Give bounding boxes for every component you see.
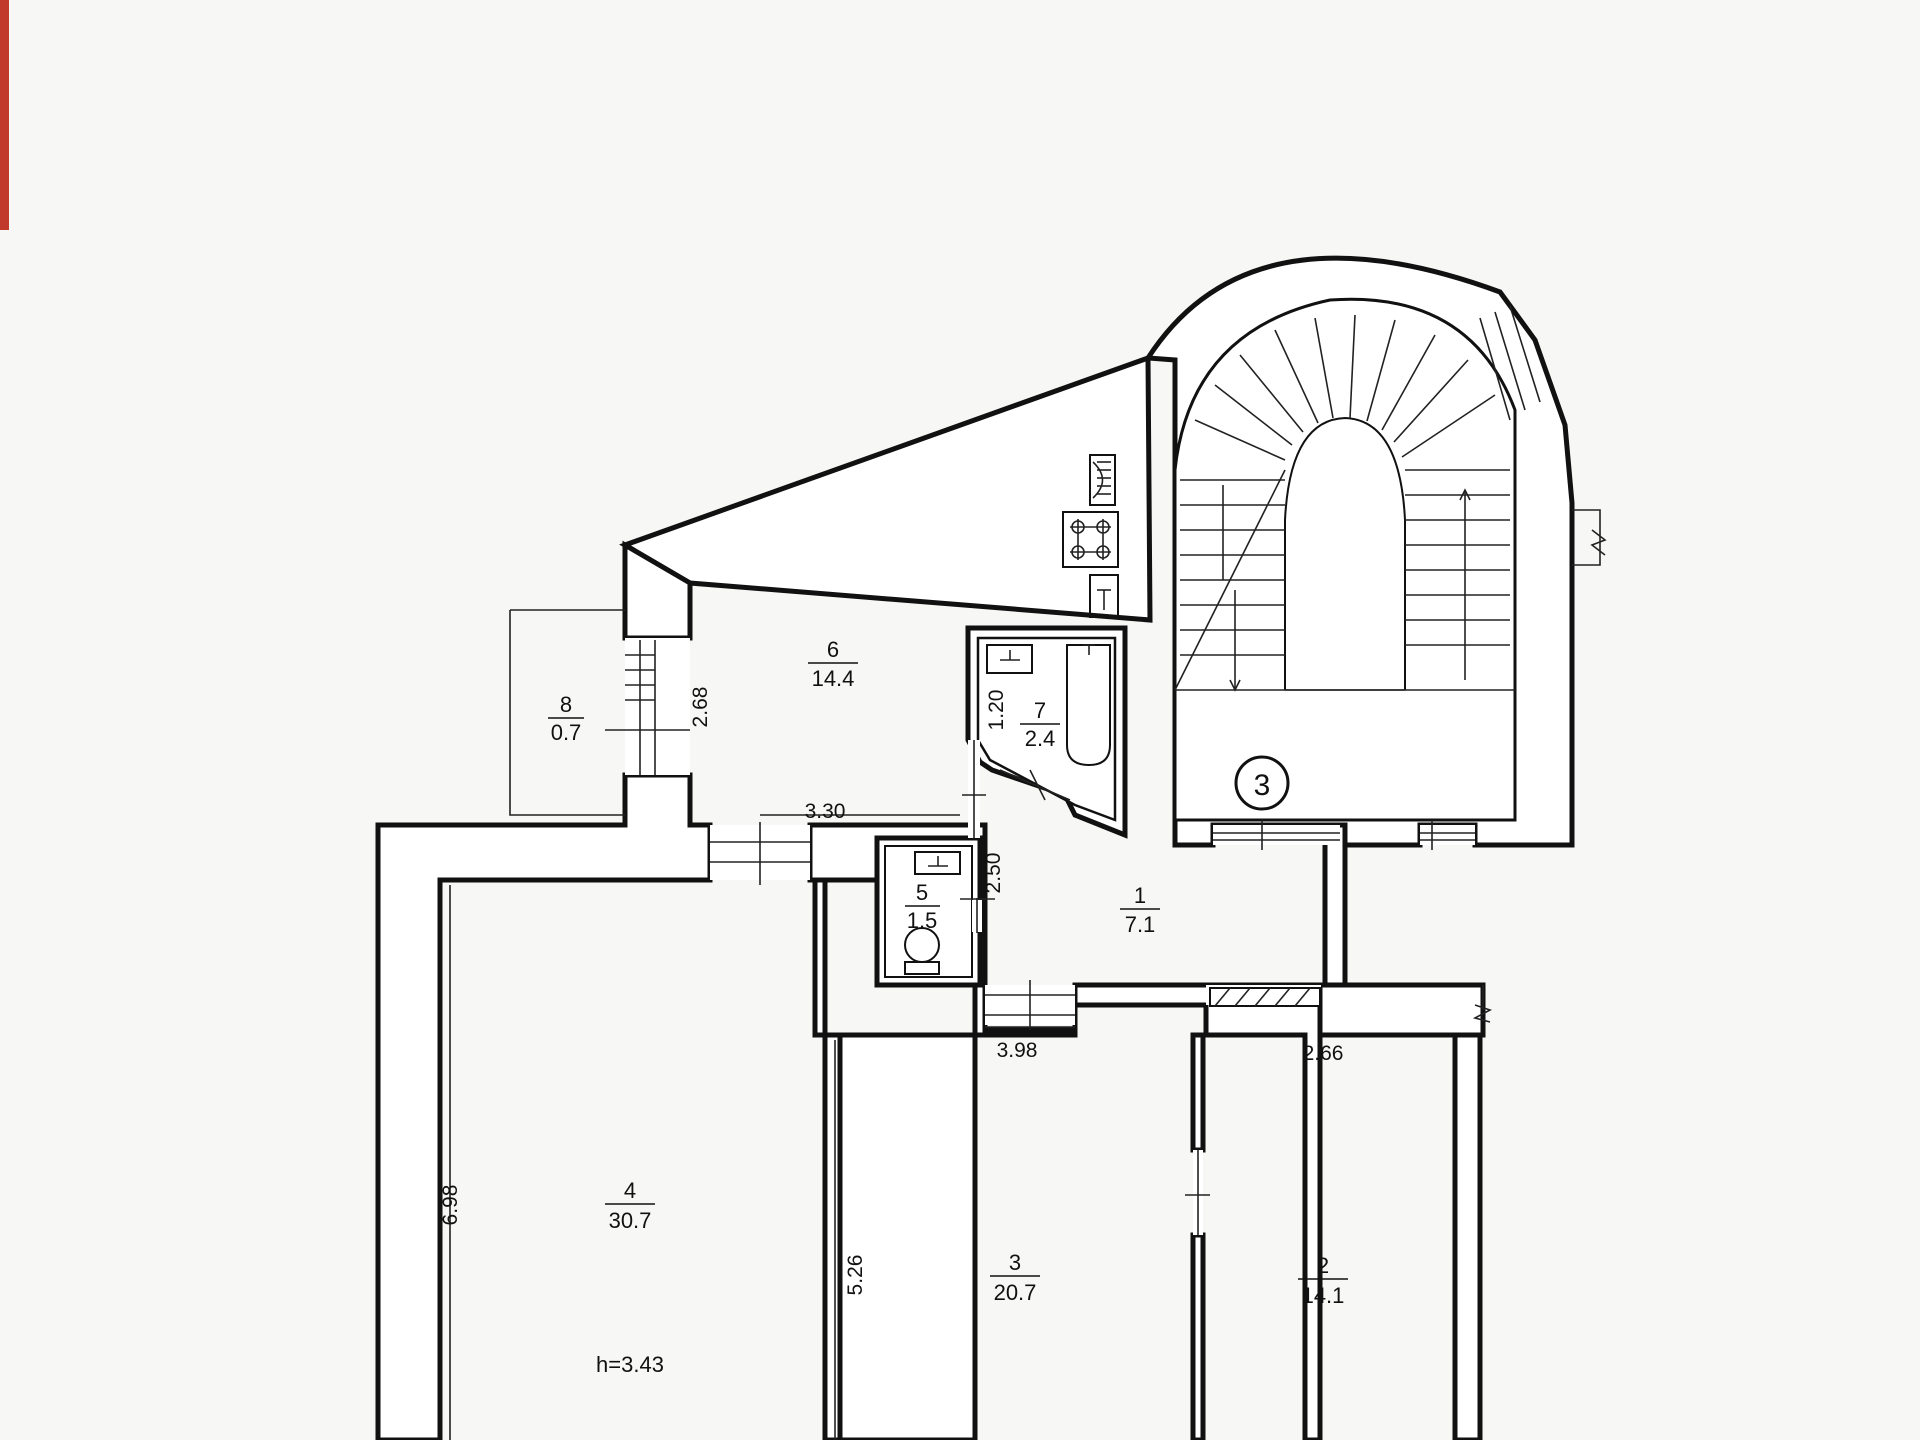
dimension-lines	[449, 729, 1075, 1440]
wall-break-marks	[1472, 509, 1607, 1023]
room-8-area: 0.7	[551, 720, 582, 745]
radiator-icon	[1089, 454, 1116, 506]
room-1-number: 1	[1134, 883, 1146, 908]
stair-tower-outer-treads	[1479, 305, 1541, 421]
spiral-stair-icon	[1174, 305, 1541, 692]
room-6-area: 14.4	[812, 666, 855, 691]
room-5-area: 1.5	[907, 908, 938, 933]
room-3-area: 20.7	[994, 1280, 1037, 1305]
room-6-number: 6	[827, 637, 839, 662]
stair-treads-radial	[1194, 314, 1496, 461]
room3-right-wall-lower	[1190, 1232, 1206, 1440]
diagonal-wall	[619, 354, 1153, 623]
dimension-250: 2.50	[982, 853, 1005, 894]
entry8-frame	[509, 609, 625, 816]
room2-right-wall	[1452, 1032, 1483, 1440]
room-4-area: 30.7	[609, 1208, 652, 1233]
red-edge-strip	[0, 0, 9, 230]
wc5-interior	[884, 845, 973, 978]
room-3-number: 3	[1009, 1250, 1021, 1275]
room-2-number: 2	[1317, 1253, 1329, 1278]
dimension-526: 5.26	[844, 1255, 867, 1296]
corridor-bottom-wall	[837, 982, 1343, 1440]
bathtub-icon	[1066, 644, 1111, 767]
stove-icon	[1062, 511, 1119, 568]
room-label-5: 5 1.5	[905, 880, 940, 933]
room-1-area: 7.1	[1125, 912, 1156, 937]
door-openings	[625, 638, 1475, 1235]
left-wing-wall	[375, 772, 713, 1440]
dimension-698: 6.98	[439, 1185, 462, 1226]
room3-right-wall	[1190, 1032, 1206, 1153]
room2-top-right-wall	[1317, 982, 1486, 1038]
room-label-4: 4 30.7	[605, 1178, 655, 1233]
room-7-area: 2.4	[1025, 726, 1056, 751]
room-label-6: 6 14.4	[808, 637, 858, 691]
stair-treads-left	[1180, 479, 1285, 656]
corridor-right-wall	[1322, 822, 1348, 988]
washbasin-icon	[986, 644, 1033, 674]
stair-handrail-diagonal	[1174, 469, 1286, 691]
dimension-266: 2.66	[1303, 1042, 1344, 1065]
room-label-2: 2 14.1	[1298, 1253, 1348, 1308]
room-label-1: 1 7.1	[1120, 883, 1160, 937]
room-5-number: 5	[916, 880, 928, 905]
room-4-number: 4	[624, 1178, 636, 1203]
stair-marker-label: 3	[1254, 769, 1271, 802]
room-label-7: 7 2.4	[1020, 698, 1060, 751]
ceiling-height-note: h=3.43	[596, 1352, 664, 1377]
stair-treads-right	[1405, 469, 1510, 646]
room-7-number: 7	[1034, 698, 1046, 723]
kitchen-sink-icon	[1089, 574, 1119, 618]
toilet-icon	[904, 927, 940, 975]
wc-washbasin-icon	[914, 851, 961, 875]
room-label-3: 3 20.7	[990, 1250, 1040, 1305]
dimension-398: 3.98	[997, 1039, 1038, 1062]
dimension-120: 1.20	[985, 690, 1008, 731]
room-8-number: 8	[560, 692, 572, 717]
dimension-268: 2.68	[689, 687, 712, 728]
room-2-area: 14.1	[1302, 1283, 1345, 1308]
stair-marker: 3	[1234, 755, 1290, 811]
stairwell-interior	[1173, 297, 1517, 822]
room-label-8: 8 0.7	[548, 692, 584, 745]
dimension-330: 3.30	[805, 800, 846, 823]
hatched-wall-segment	[1209, 987, 1321, 1007]
